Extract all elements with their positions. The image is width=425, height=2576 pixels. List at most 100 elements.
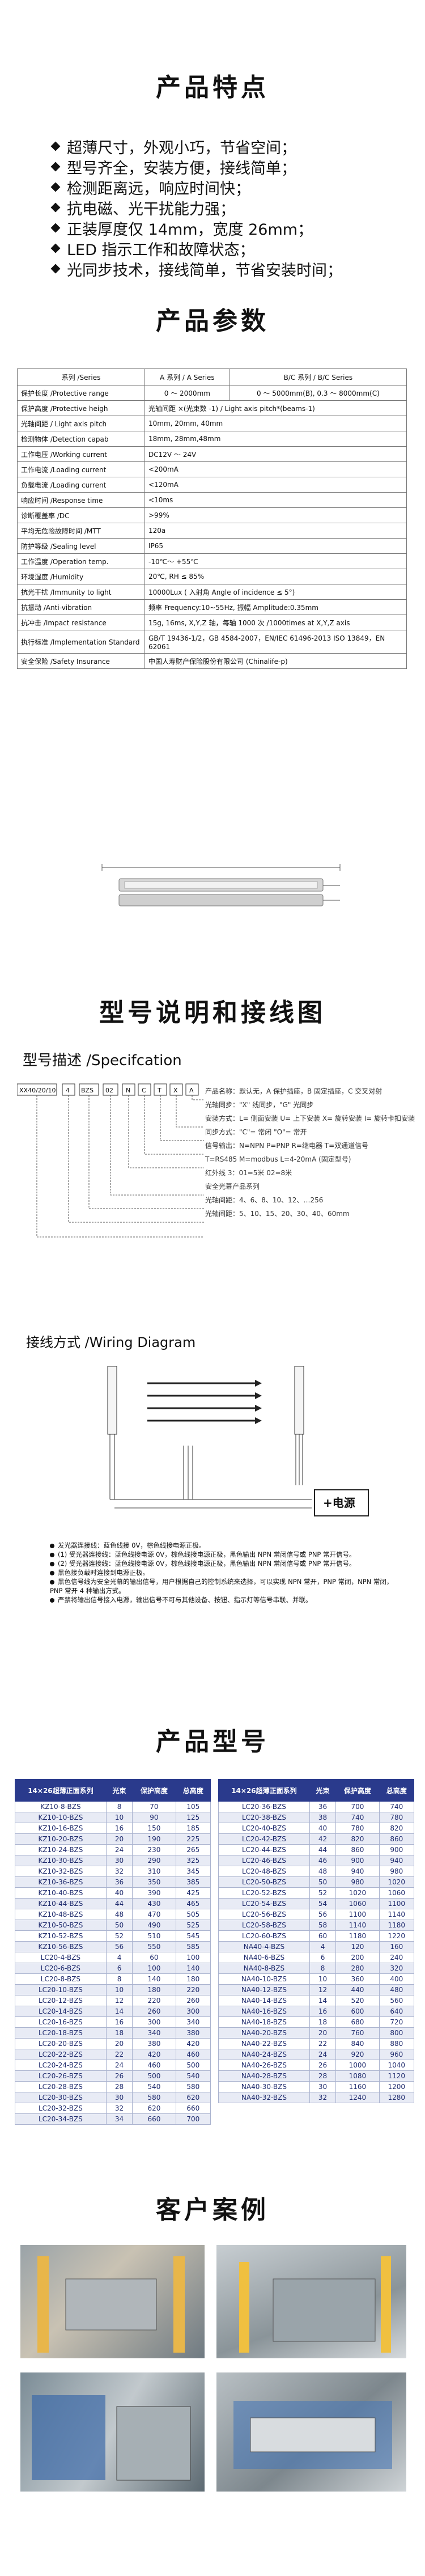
beam-cell: 24 (309, 2049, 337, 2060)
protect-height-cell: 1020 (335, 1887, 380, 1899)
total-height-cell: 465 (175, 1898, 211, 1909)
model-cell: NA40-4-BZS (218, 1941, 310, 1952)
model-cell: NA40-10-BZS (218, 1973, 310, 1985)
total-height-cell: 525 (175, 1920, 211, 1931)
protect-height-cell: 620 (132, 2103, 176, 2114)
protect-height-cell: 500 (132, 2070, 176, 2082)
code-part-name: A (189, 1087, 194, 1094)
model-cell: LC20-50-BZS (218, 1876, 310, 1888)
params-label: 防护等级 /Sealing level (17, 538, 145, 554)
total-height-cell: 1200 (379, 2081, 415, 2092)
model-cell: LC20-42-BZS (218, 1833, 310, 1845)
beam-cell: 8 (309, 1963, 337, 1974)
beam-cell: 26 (105, 2070, 133, 2082)
beam-cell: 20 (309, 2027, 337, 2039)
diamond-bullet-icon (50, 141, 61, 151)
wiring-note-text: (2) 受光器连接线：蓝色线接电源 0V，棕色线接电源正极，黑色输出 NPN 常… (58, 1560, 356, 1567)
params-row: 响应时间 /Response time<10ms (17, 492, 407, 508)
total-height-cell: 1140 (379, 1909, 415, 1920)
bullet-icon (50, 1552, 54, 1557)
total-height-cell: 1280 (379, 2092, 415, 2103)
total-height-cell: 345 (175, 1866, 211, 1877)
model-description: 信号输出：N=NPN P=PNP R=继电器 T=双通道信号 (205, 1142, 369, 1150)
model-cell: KZ10-32-BZS (15, 1866, 107, 1877)
total-height-cell: 140 (175, 1963, 211, 1974)
diamond-bullet-icon (50, 223, 61, 233)
protect-height-cell: 1000 (335, 2060, 380, 2071)
model-cell: LC20-38-BZS (218, 1812, 310, 1823)
total-height-cell: 180 (175, 1973, 211, 1985)
protect-height-cell: 470 (132, 1909, 176, 1920)
beam-cell: 22 (105, 2049, 133, 2060)
beam-cell: 18 (309, 2016, 337, 2028)
code-part-mount: T (157, 1087, 162, 1094)
beam-cell: 28 (309, 2070, 337, 2082)
code-part-series: XX40/20/10 (19, 1087, 56, 1094)
code-part-axis: X (173, 1087, 178, 1094)
model-cell: NA40-22-BZS (218, 2038, 310, 2049)
total-height-cell: 980 (379, 1866, 415, 1877)
model-cell: KZ10-40-BZS (15, 1887, 107, 1899)
beam-cell: 48 (309, 1866, 337, 1877)
params-value: 18mm, 28mm,48mm (144, 431, 407, 447)
params-value: 10000Lux ( 入射角 Angle of incidence ≤ 5°) (144, 584, 407, 600)
beam-cell: 30 (309, 2081, 337, 2092)
params-label: 保护高度 /Protective heigh (17, 400, 145, 416)
params-row: 负载电流 /Loading current<120mA (17, 477, 407, 493)
model-cell: NA40-16-BZS (218, 2006, 310, 2017)
total-height-cell: 585 (175, 1941, 211, 1952)
beam-cell: 50 (309, 1876, 337, 1888)
case-photo-1 (20, 2245, 205, 2358)
total-height-cell: 385 (175, 1876, 211, 1888)
diamond-bullet-icon (50, 243, 61, 253)
code-part-count: 4 (66, 1087, 70, 1094)
protect-height-cell: 660 (132, 2113, 176, 2125)
total-height-cell: 500 (175, 2060, 211, 2071)
total-height-cell: 425 (175, 1887, 211, 1899)
feature-text: 抗电磁、光干扰能力强； (67, 200, 235, 218)
code-part-type: BZS (81, 1087, 94, 1094)
beam-cell: 40 (309, 1823, 337, 1834)
model-cell: LC20-24-BZS (15, 2060, 107, 2071)
params-label: 抗振动 /Anti-vibration (17, 599, 145, 615)
model-cell: KZ10-16-BZS (15, 1823, 107, 1834)
params-row: 诊断覆盖率 /DC>99% (17, 507, 407, 523)
beam-cell: 20 (105, 1833, 133, 1845)
total-height-cell: 700 (175, 2113, 211, 2125)
params-label: 抗冲击 /Impact resistance (17, 615, 145, 630)
beam-cell: 56 (105, 1941, 133, 1952)
model-cell: NA40-18-BZS (218, 2016, 310, 2028)
params-label: 响应时间 /Response time (17, 492, 145, 508)
features-title: 产品特点 (156, 73, 269, 102)
beam-cell: 10 (309, 1973, 337, 1985)
feature-item: 检测距离远，响应时间快； (50, 177, 392, 198)
beam-cell: 32 (105, 2103, 133, 2114)
beam-cell: 24 (105, 2060, 133, 2071)
protect-height-cell: 1240 (335, 2092, 380, 2103)
beam-cell: 54 (309, 1898, 337, 1909)
spec-subtitle: 型号描述 /Specifcation (23, 1052, 182, 1069)
protect-height-cell: 260 (132, 2006, 176, 2017)
params-table: 系列 /Series A 系列 / A Series B/C 系列 / B/C … (17, 368, 407, 669)
protect-height-cell: 520 (335, 1995, 380, 2006)
model-cell: NA40-12-BZS (218, 1984, 310, 1995)
bullet-icon (50, 1570, 54, 1575)
beam-cell: 46 (309, 1855, 337, 1866)
params-title: 产品参数 (156, 307, 269, 336)
